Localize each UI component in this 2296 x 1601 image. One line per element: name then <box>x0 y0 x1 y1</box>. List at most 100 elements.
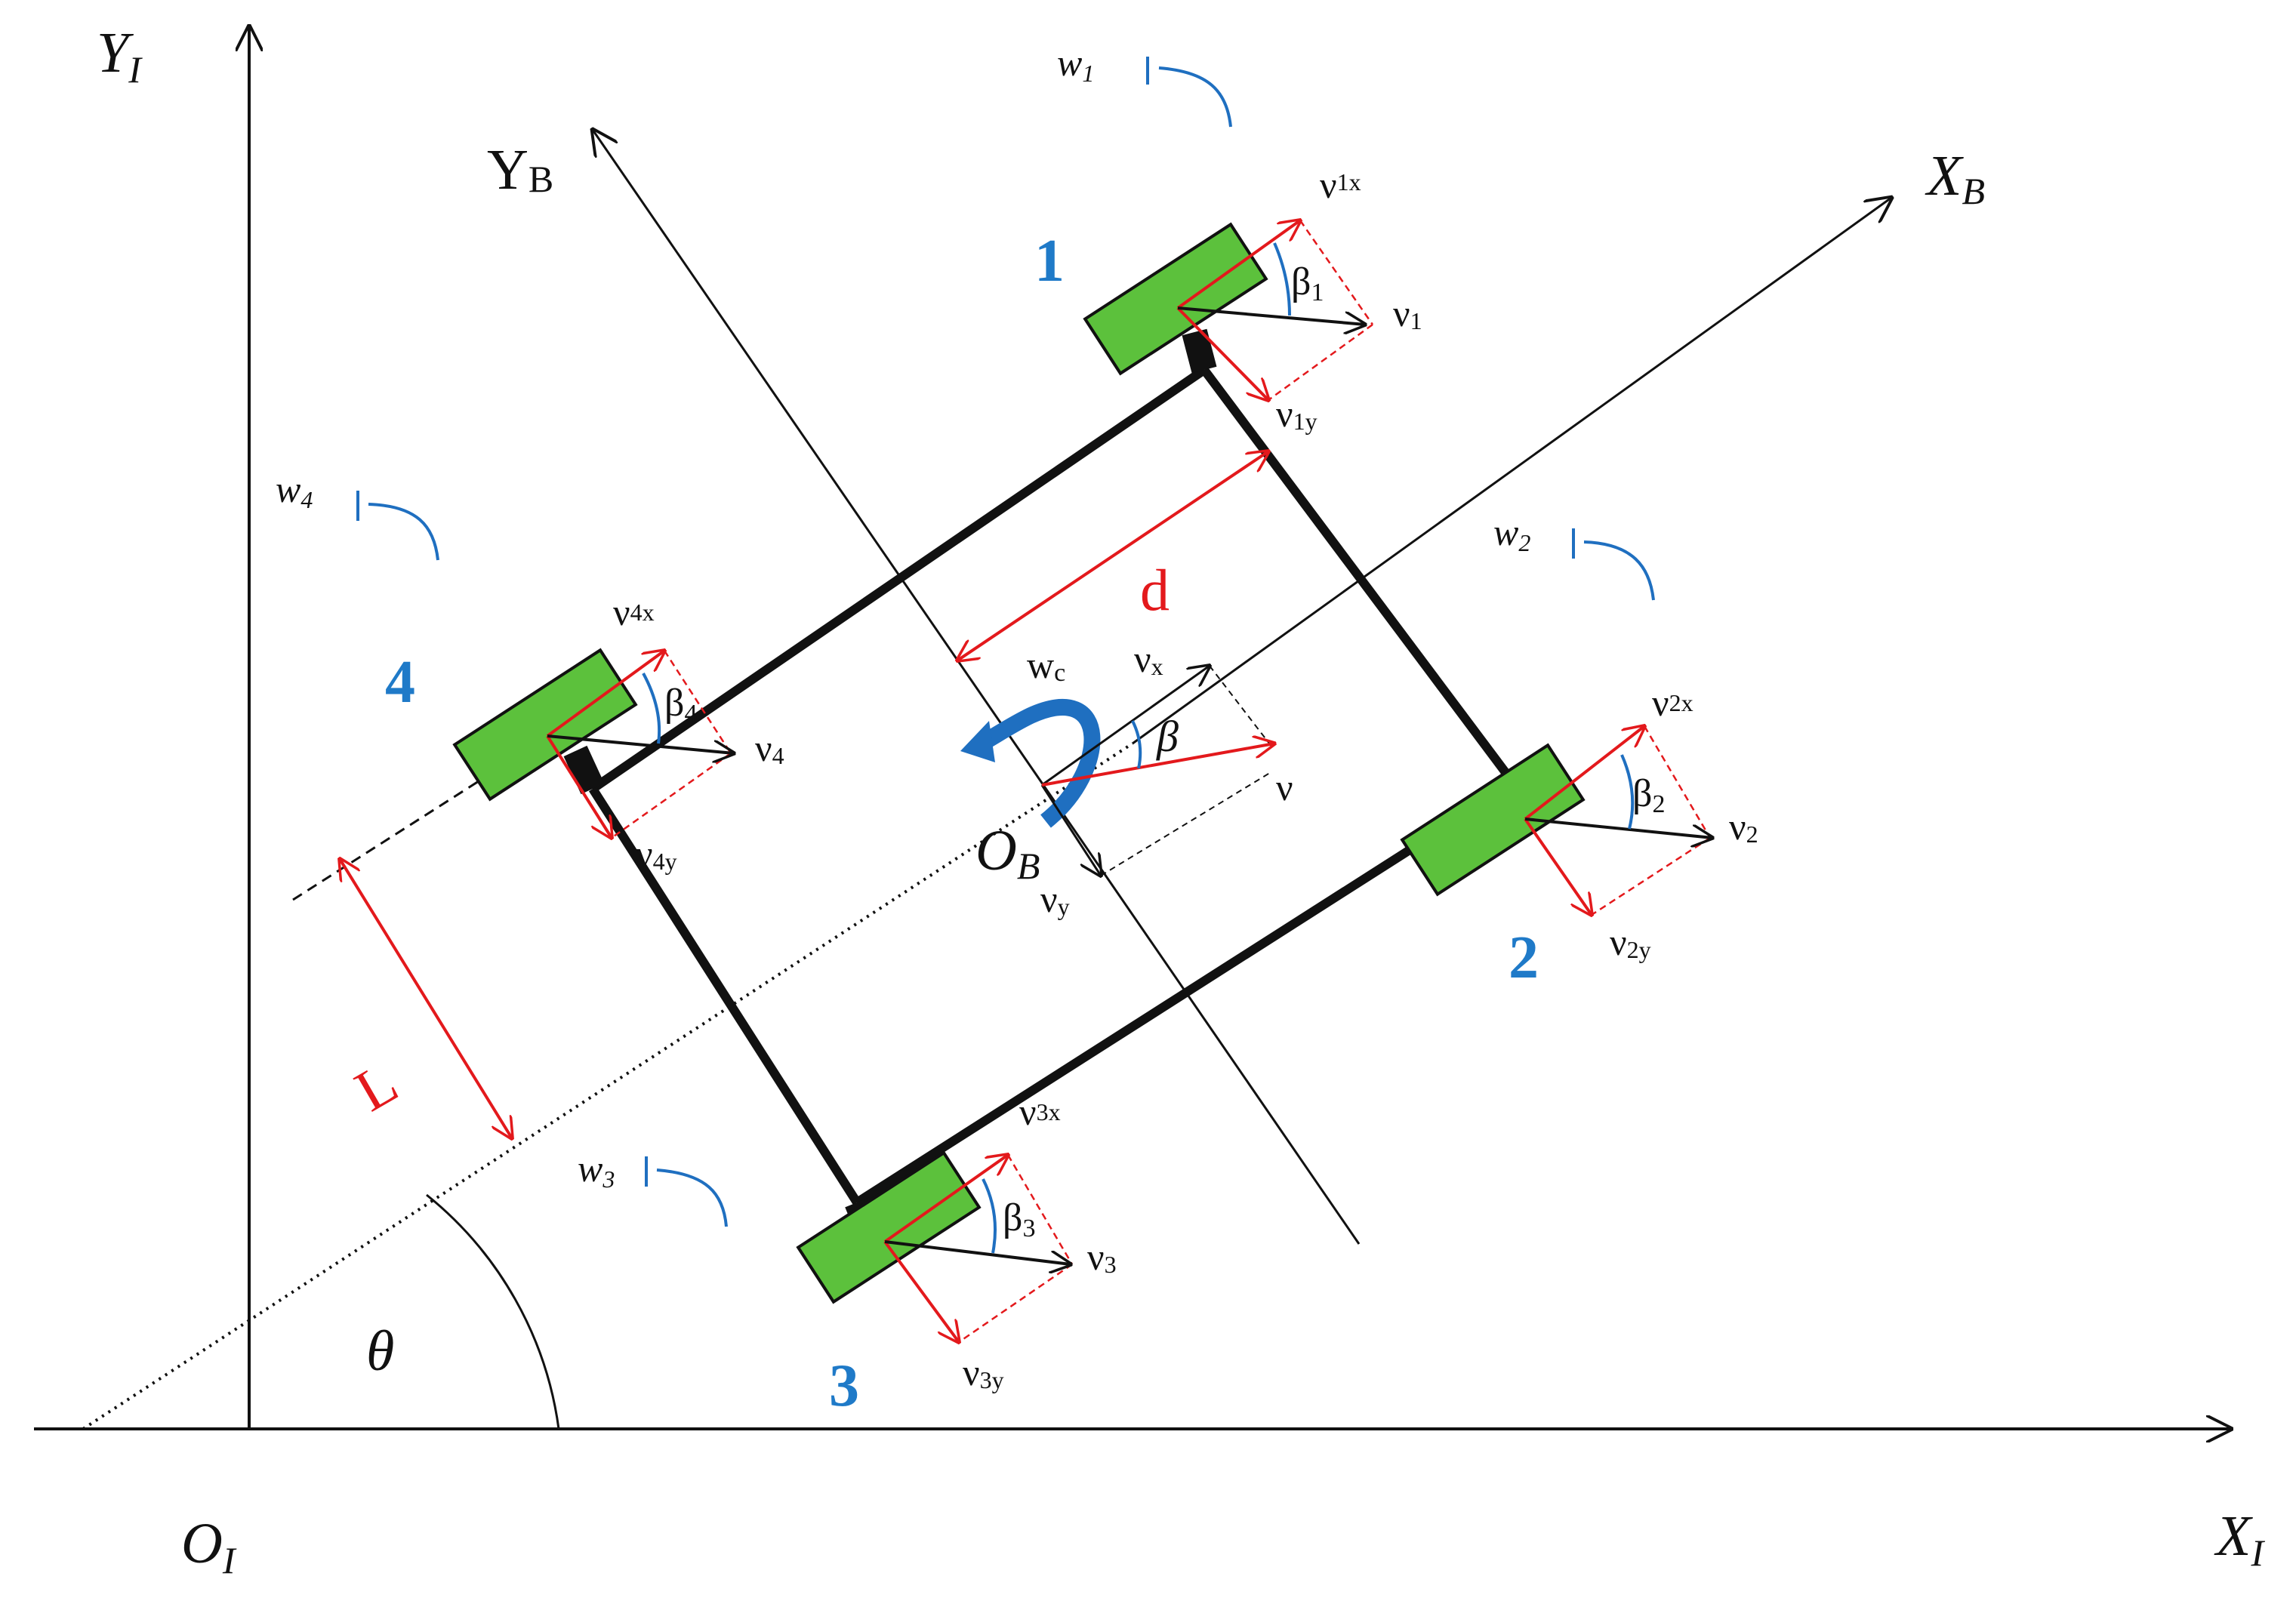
body-v-label: ν <box>1276 766 1293 808</box>
wheel3-vy-label: ν3y <box>963 1351 1004 1393</box>
wheel3-vx-arrow <box>883 1155 1008 1243</box>
wheel3-body <box>796 1150 982 1304</box>
body-v-arrow <box>1041 744 1274 787</box>
inertial-origin-label: OI <box>181 1512 237 1581</box>
wheel1-vx-arrow <box>1176 220 1300 309</box>
wheel4-vy-proj <box>611 752 732 839</box>
dimension-wheelbase-L: L <box>340 859 512 1138</box>
track-d-label: d <box>1140 557 1170 623</box>
body-rotation-arrow <box>977 699 1101 828</box>
w3-indicator: w3 <box>578 1147 728 1227</box>
wheel3-vy-proj <box>958 1263 1073 1344</box>
w1-rotation-icon <box>1158 66 1232 128</box>
wheel4-v-arrow <box>547 734 734 753</box>
wheel2-id: 2 <box>1509 925 1539 991</box>
body-beta-label: β <box>1156 712 1179 761</box>
wheel3-v-label: ν3 <box>1087 1236 1117 1278</box>
body-x-label: XB <box>1925 144 1985 212</box>
w2-indicator: w2 <box>1493 511 1655 601</box>
w1-indicator: w1 <box>1057 42 1232 128</box>
wheelbase-L-arrow <box>340 859 512 1138</box>
wheel4-beta-label: β4 <box>664 682 697 728</box>
chassis-edge-right <box>1200 367 1518 787</box>
wheel2-vy-label: ν2y <box>1610 921 1651 963</box>
inertial-frame: XI YI OI <box>34 21 2265 1581</box>
heading-angle: θ <box>366 1193 560 1430</box>
wheel1-beta-arc <box>1273 242 1291 316</box>
wheel3-beta-arc <box>982 1178 997 1254</box>
wheel-1: β1 ν1x ν1 ν1y 1 <box>1034 164 1422 435</box>
wheel3-vx-proj <box>1006 1154 1074 1265</box>
wheel4-vx-label: ν4x <box>613 591 655 633</box>
wheel4-v-label: ν4 <box>755 727 784 769</box>
body-vx-label: νx <box>1134 638 1163 680</box>
wheel3-vx-label: ν3x <box>1019 1091 1061 1133</box>
body-beta-arc <box>1131 720 1142 769</box>
wheel4-vy-arrow <box>546 734 612 838</box>
wheel1-vx-label: ν1x <box>1320 164 1361 206</box>
dimension-track-d: d <box>957 451 1268 660</box>
theta-arc <box>426 1193 560 1430</box>
wheel2-vx-label: ν2x <box>1652 682 1693 724</box>
wheel1-beta-label: β1 <box>1291 260 1324 306</box>
wheel1-v-arrow <box>1177 306 1365 325</box>
body-vy-proj <box>1100 771 1273 876</box>
wheel1-axle <box>1182 328 1217 374</box>
wheelbase-L-label: L <box>344 1049 408 1124</box>
wheel4-axle <box>563 745 605 795</box>
wheel2-v-arrow <box>1524 817 1712 838</box>
wheel3-vy-arrow <box>883 1240 959 1342</box>
body-wc-label: wc <box>1027 644 1065 687</box>
inertial-x-label: XI <box>2214 1504 2265 1574</box>
wheel1-body <box>1083 222 1268 376</box>
chassis-edge-left <box>588 786 861 1205</box>
track-d-arrow <box>957 451 1268 660</box>
body-x-axis-dotted <box>82 742 1134 1430</box>
wheel2-beta-label: β2 <box>1632 772 1665 818</box>
body-vx-arrow <box>1041 666 1210 787</box>
wheel1-vx-proj <box>1299 220 1374 325</box>
wheel1-id: 1 <box>1034 228 1065 294</box>
wheel-2: β2 ν2x ν2 ν2y 2 <box>1400 682 1758 991</box>
chassis-edge-top <box>590 366 1207 793</box>
wheel4-vx-arrow <box>546 651 664 737</box>
wheel2-beta-arc <box>1620 754 1635 830</box>
wheel1-vy-arrow <box>1176 306 1268 400</box>
body-rotation-arrowhead <box>960 721 995 762</box>
wheel2-vy-arrow <box>1524 817 1592 915</box>
wheel3-beta-label: β3 <box>1003 1196 1035 1242</box>
wheel2-body <box>1400 743 1586 897</box>
w2-rotation-icon <box>1583 540 1655 601</box>
wheel4-id: 4 <box>385 649 415 716</box>
wheel2-v-label: ν2 <box>1729 805 1758 848</box>
wheel1-vy-proj <box>1268 323 1373 402</box>
wheel1-vy-label: ν1y <box>1276 393 1318 435</box>
body-origin-label: OB <box>975 819 1040 887</box>
wheel4-vy-label: ν4y <box>636 833 677 875</box>
inertial-y-label: YI <box>97 21 143 91</box>
chassis <box>588 366 1518 1207</box>
chassis-edge-bottom <box>854 779 1517 1207</box>
body-vx-proj <box>1209 665 1273 748</box>
wheel4-vx-proj <box>663 650 732 754</box>
body-velocity: β wc νx ν νy <box>960 638 1293 920</box>
wheel3-v-arrow <box>884 1240 1071 1264</box>
w2-label: w2 <box>1493 511 1530 556</box>
wheel2-vx-arrow <box>1524 726 1644 821</box>
wheel2-vy-proj <box>1591 836 1711 916</box>
wheel-3: β3 ν3x ν3 ν3y 3 <box>796 1091 1117 1419</box>
w1-label: w1 <box>1057 42 1094 87</box>
w4-rotation-icon <box>368 503 439 561</box>
w4-label: w4 <box>276 468 313 513</box>
wheel2-vx-proj <box>1643 725 1712 839</box>
body-vy-label: νy <box>1040 878 1070 920</box>
wheel-angular-speeds: w1 w2 w3 w4 <box>276 42 1655 1227</box>
wheel4-beta-arc <box>642 673 661 744</box>
wheel-4: β4 ν4x ν4 ν4y 4 <box>385 591 784 875</box>
w3-label: w3 <box>578 1147 615 1193</box>
wheel1-v-label: ν1 <box>1393 292 1422 334</box>
wheel4-body <box>452 648 638 802</box>
w3-rotation-icon <box>656 1168 728 1227</box>
